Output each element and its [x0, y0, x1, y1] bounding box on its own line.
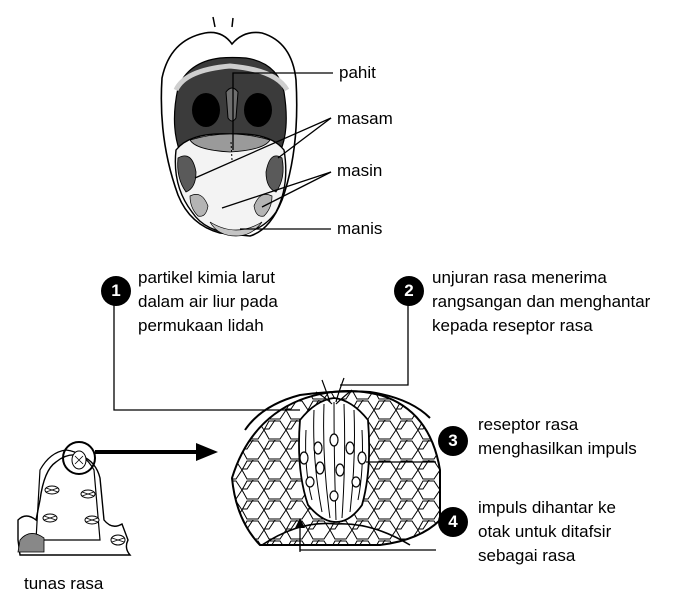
zoom-arrow: [95, 443, 218, 461]
step-3-line-1: reseptor rasa: [478, 415, 579, 434]
step-leader-lines: [113, 305, 436, 551]
step-1-badge: 1: [101, 276, 131, 306]
impulse-arrowhead: [295, 518, 305, 528]
step-1-line-3: permukaan lidah: [138, 316, 264, 335]
step-1-line-2: dalam air liur pada: [138, 292, 278, 311]
label-manis: manis: [337, 219, 383, 238]
step-3-badge: 3: [438, 426, 468, 456]
mouth-illustration: [160, 16, 298, 237]
taste-bud-illustration: [230, 377, 441, 552]
label-masin: masin: [337, 161, 383, 180]
tongue-leader-lines: [194, 72, 333, 230]
label-pahit: pahit: [339, 63, 376, 82]
step-2-line-3: kepada reseptor rasa: [432, 316, 593, 335]
step-2-badge: 2: [394, 276, 424, 306]
label-tunas-rasa: tunas rasa: [24, 574, 104, 593]
step-4-line-1: impuls dihantar ke: [478, 498, 616, 517]
papilla-illustration: [17, 441, 132, 556]
step-2-line-2: rangsangan dan menghantar: [432, 292, 651, 311]
step-4-line-3: sebagai rasa: [478, 546, 576, 565]
step-3-line-2: menghasilkan impuls: [478, 439, 637, 458]
step-4-line-2: otak untuk ditafsir: [478, 522, 612, 541]
step-1-line-1: partikel kimia larut: [138, 268, 275, 287]
label-masam: masam: [337, 109, 393, 128]
step-2-line-1: unjuran rasa menerima: [432, 268, 607, 287]
step-4-badge: 4: [438, 507, 468, 537]
